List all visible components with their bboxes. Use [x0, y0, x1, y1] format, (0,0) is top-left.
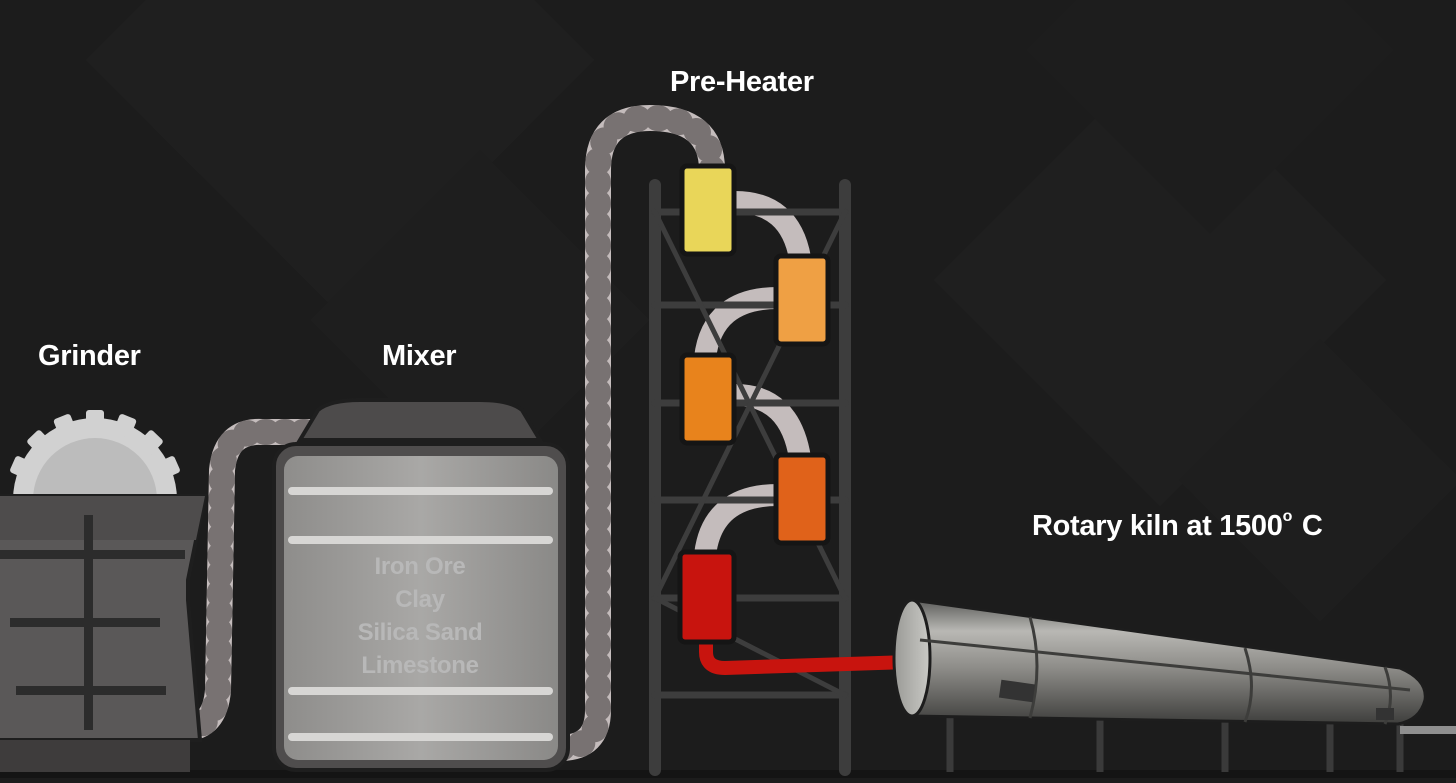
cyclone-stage-1	[679, 163, 737, 257]
ground	[0, 770, 1456, 778]
ingredient-item: Clay	[395, 586, 445, 613]
ingredient-item: Limestone	[361, 652, 479, 679]
cyclone-stage-3	[679, 352, 737, 446]
degree-symbol: o	[1282, 508, 1293, 525]
kiln-label-text: Rotary kiln at 1500	[1032, 510, 1283, 542]
ingredient-item: Silica Sand	[357, 619, 483, 646]
preheater-cyclones	[677, 163, 831, 645]
mixer-label: Mixer	[382, 340, 457, 372]
rotary-kiln-label: Rotary kiln at 1500o C	[1032, 508, 1323, 543]
cyclone-stage-4	[773, 452, 831, 546]
preheater-label: Pre-Heater	[670, 66, 814, 98]
kiln-label-unit: C	[1294, 510, 1323, 542]
cyclone-stage-5	[677, 549, 737, 645]
grinder-label: Grinder	[38, 340, 141, 372]
mixer-contents-list: Iron Ore Clay Silica Sand Limestone	[300, 550, 540, 682]
cyclone-stage-2	[773, 253, 831, 347]
rotary-kiln	[892, 598, 1456, 772]
material-pipes	[172, 104, 811, 761]
ingredient-item: Iron Ore	[374, 553, 466, 580]
mixer-tank	[272, 398, 570, 772]
grinder-machine	[0, 410, 208, 772]
hot-gas-duct	[699, 633, 917, 676]
